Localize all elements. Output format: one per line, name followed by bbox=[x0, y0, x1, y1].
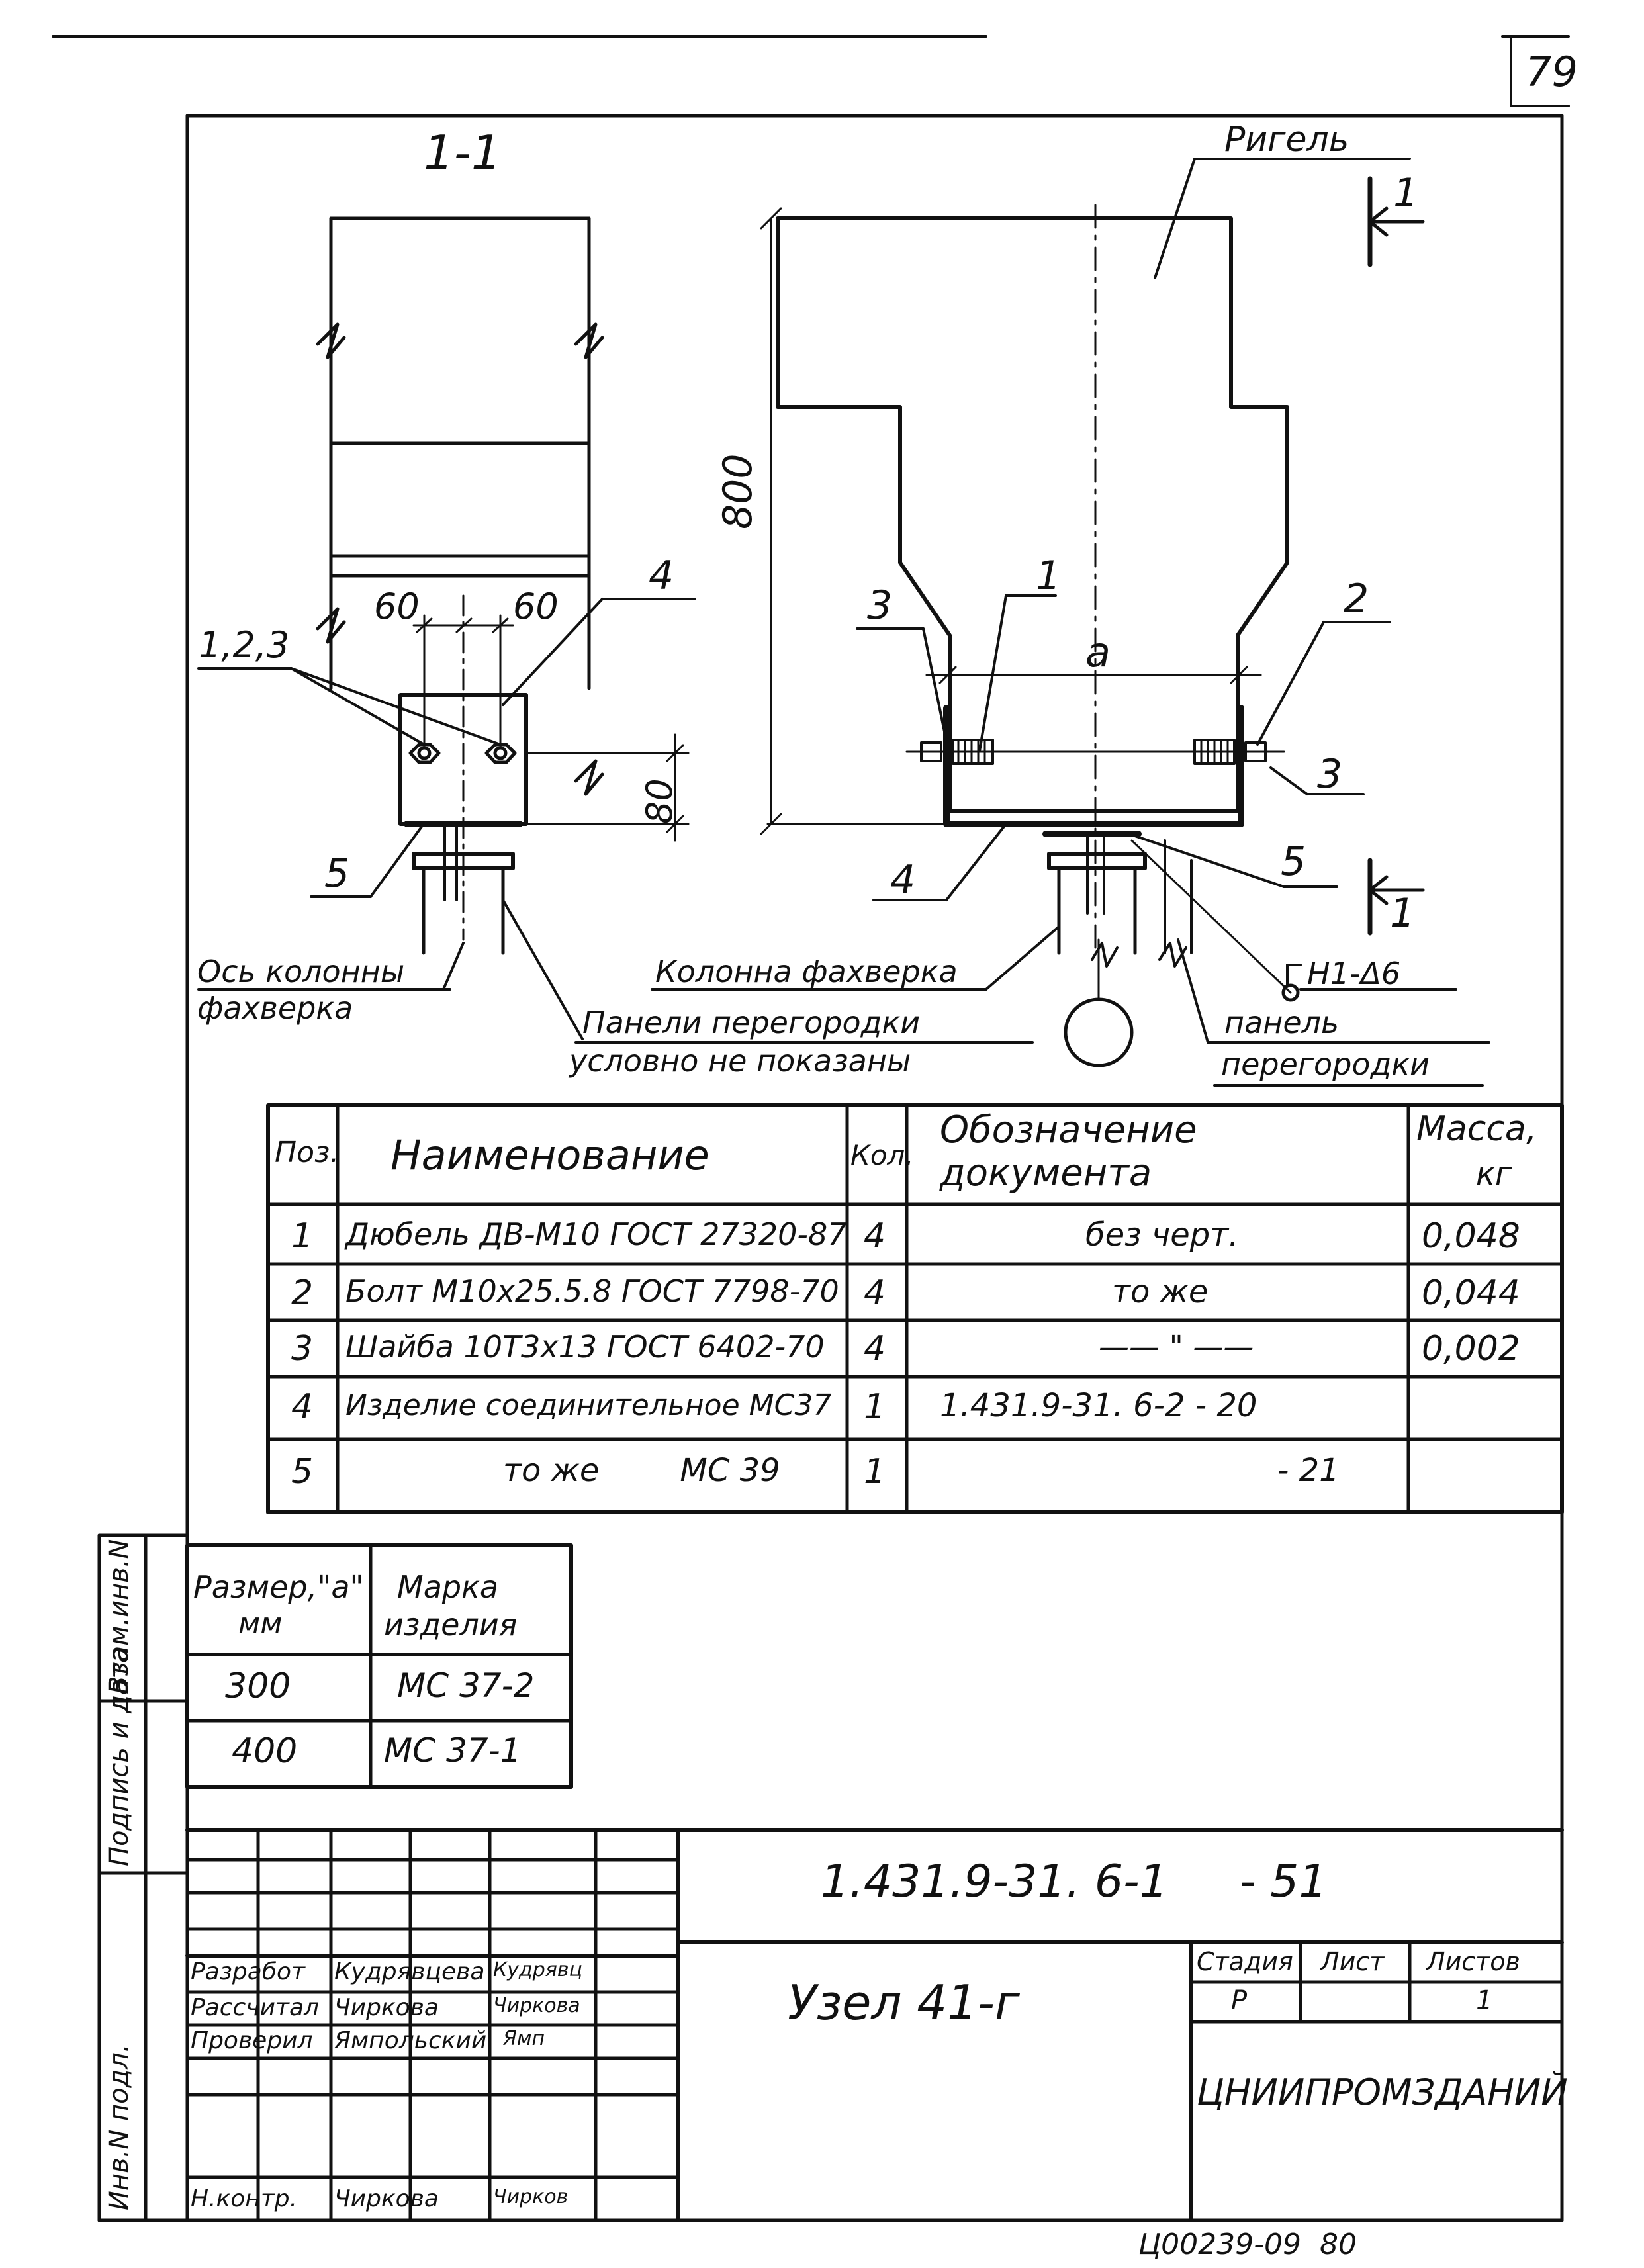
sheets-value: 1 bbox=[1476, 1985, 1493, 2016]
spec-name: Шайба 10Т3х13 ГОСТ 6402-70 bbox=[345, 1329, 825, 1365]
callout-axis-line1: Ось колонны bbox=[197, 954, 405, 989]
section-marker-bottom: 1 bbox=[1390, 890, 1416, 936]
dimension-a: a bbox=[1085, 628, 1111, 676]
spec-mass: 0,044 bbox=[1422, 1273, 1520, 1313]
callout-pos-5-right: 5 bbox=[1281, 839, 1306, 885]
callout-pos-4-right: 4 bbox=[890, 857, 916, 903]
spec-mass: 0,002 bbox=[1422, 1329, 1520, 1369]
stage-value: Р bbox=[1231, 1985, 1248, 2016]
callout-h-ref: H1-Δ6 bbox=[1307, 956, 1401, 991]
size-value: 300 bbox=[225, 1666, 291, 1706]
spec-qty: 4 bbox=[864, 1329, 886, 1369]
spec-pos: 4 bbox=[291, 1387, 314, 1427]
spec-qty: 1 bbox=[864, 1387, 886, 1427]
size-value: 400 bbox=[232, 1731, 298, 1771]
doc-code: 1.431.9-31. 6-1 - 51 bbox=[821, 1856, 1328, 1908]
page-number: 79 bbox=[1526, 48, 1578, 96]
spec-name: то же МС 39 bbox=[503, 1452, 780, 1489]
spec-pos: 2 bbox=[291, 1273, 314, 1313]
spec-name: Дюбель ДВ-М10 ГОСТ 27320-87 bbox=[345, 1216, 847, 1252]
spec-header-doc-2: документа bbox=[940, 1152, 1152, 1195]
callout-pos-123: 1,2,3 bbox=[199, 624, 290, 666]
side-stamp-inv: Инв.N подл. bbox=[104, 2044, 134, 2210]
spec-qty: 4 bbox=[864, 1216, 886, 1256]
spec-doc: - 21 bbox=[1277, 1452, 1340, 1489]
callout-panel-line1: панель bbox=[1224, 1005, 1340, 1040]
footer-code: Ц00239-09 80 bbox=[1138, 2228, 1357, 2261]
mark-header-1: Марка bbox=[397, 1569, 499, 1605]
signature: Кудрявц bbox=[493, 1958, 582, 1981]
stage-label: Стадия bbox=[1197, 1947, 1293, 1976]
sheet-label: Лист bbox=[1320, 1947, 1385, 1976]
section-marker-top: 1 bbox=[1393, 170, 1419, 216]
dimension-60-right: 60 bbox=[513, 586, 559, 627]
callout-pos-1-right: 1 bbox=[1036, 553, 1062, 599]
person: Чиркова bbox=[334, 2185, 439, 2212]
callout-panels-line1: Панели перегородки bbox=[582, 1005, 921, 1040]
callout-pos-3-right-bottom: 3 bbox=[1317, 751, 1343, 797]
callout-pos-3-right-top: 3 bbox=[867, 582, 893, 629]
spec-header-doc-1: Обозначение bbox=[940, 1109, 1197, 1152]
dimension-60-left: 60 bbox=[374, 586, 420, 627]
role: Рассчитал bbox=[191, 1994, 320, 2021]
spec-name: Болт М10х25.5.8 ГОСТ 7798-70 bbox=[345, 1273, 839, 1309]
callout-column-fakhverk: Колонна фахверка bbox=[655, 954, 958, 989]
person: Чиркова bbox=[334, 1994, 439, 2021]
drawing-title: Узел 41-г bbox=[788, 1975, 1020, 2030]
role: Н.контр. bbox=[191, 2185, 298, 2212]
signature: Ямп bbox=[503, 2027, 545, 2050]
org-name: ЦНИИПРОМЗДАНИЙ bbox=[1197, 2071, 1568, 2113]
signature: Чирков bbox=[493, 2185, 569, 2208]
callout-pos-5-left: 5 bbox=[324, 850, 350, 897]
size-header-1: Размер,"а" bbox=[193, 1569, 364, 1605]
mark-value: МС 37-2 bbox=[397, 1666, 535, 1705]
dimension-800: 800 bbox=[715, 453, 761, 529]
spec-qty: 1 bbox=[864, 1452, 886, 1492]
mark-header-2: изделия bbox=[384, 1607, 518, 1643]
dimension-80: 80 bbox=[639, 778, 680, 824]
spec-doc: —— " —— bbox=[1099, 1329, 1254, 1365]
callout-rigel: Ригель bbox=[1224, 120, 1349, 159]
role: Проверил bbox=[191, 2027, 313, 2054]
spec-header-mass-1: Масса, bbox=[1416, 1109, 1537, 1149]
signature: Чиркова bbox=[493, 1994, 580, 2017]
spec-doc: то же bbox=[1112, 1273, 1209, 1310]
spec-header-mass-2: кг bbox=[1476, 1156, 1512, 1193]
spec-header-name: Наименование bbox=[390, 1131, 709, 1179]
spec-name: Изделие соединительное МС37 bbox=[345, 1388, 832, 1422]
spec-pos: 3 bbox=[291, 1329, 314, 1369]
callout-panels-line2: условно не показаны bbox=[569, 1043, 911, 1079]
person: Кудрявцева bbox=[334, 1958, 485, 1985]
callout-pos-2-right: 2 bbox=[1344, 576, 1369, 622]
role: Разработ bbox=[191, 1958, 306, 1985]
mark-value: МС 37-1 bbox=[384, 1731, 522, 1770]
spec-mass: 0,048 bbox=[1422, 1216, 1520, 1256]
sheets-label: Листов bbox=[1426, 1947, 1520, 1976]
callout-pos-4-left: 4 bbox=[649, 553, 674, 599]
spec-pos: 1 bbox=[291, 1216, 314, 1256]
spec-doc: без черт. bbox=[1085, 1216, 1239, 1253]
size-header-2: мм bbox=[238, 1607, 283, 1641]
person: Ямпольский bbox=[334, 2027, 487, 2054]
callout-axis-line2: фахверка bbox=[197, 990, 353, 1026]
spec-doc: 1.431.9-31. 6-2 - 20 bbox=[940, 1387, 1257, 1424]
spec-header-pos: Поз. bbox=[275, 1136, 340, 1169]
callout-panel-line2: перегородки bbox=[1221, 1046, 1430, 1082]
spec-header-qty: Кол. bbox=[850, 1139, 914, 1171]
spec-pos: 5 bbox=[291, 1452, 314, 1492]
side-stamp-podpis: Подпись и дата bbox=[104, 1647, 134, 1866]
section-label: 1-1 bbox=[424, 125, 502, 181]
spec-qty: 4 bbox=[864, 1273, 886, 1313]
